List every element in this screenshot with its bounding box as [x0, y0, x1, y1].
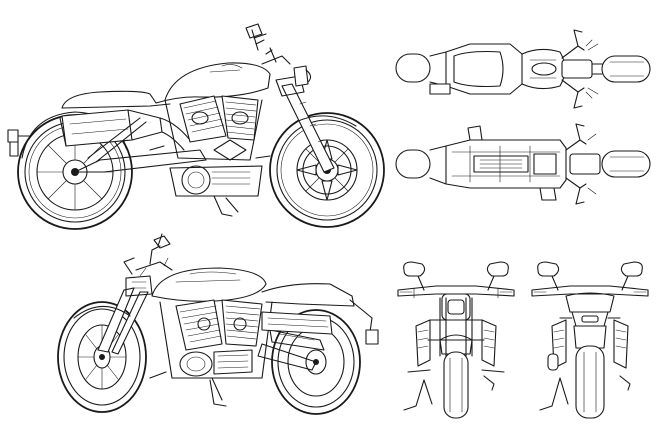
tank-top	[521, 48, 566, 90]
top-view	[395, 29, 651, 109]
mirror-left-rear	[537, 261, 560, 277]
mirror-left-front	[403, 261, 426, 277]
front-wheel-perspective	[57, 301, 147, 413]
engine-underside	[533, 153, 557, 175]
side-stand-front	[403, 379, 433, 411]
front-view	[397, 261, 515, 419]
handlebar-rear	[531, 285, 649, 297]
side-stand-rear	[539, 377, 569, 411]
handlebar-perspective	[123, 233, 173, 277]
exhaust-perspective	[261, 311, 333, 335]
swingarm-perspective	[257, 343, 317, 371]
right-side-view	[7, 23, 385, 230]
headlight	[293, 65, 312, 87]
handlebar	[245, 23, 291, 65]
engine	[164, 95, 263, 197]
muffler-top	[429, 83, 451, 95]
rear-tire-bottom	[395, 149, 431, 179]
engine-front	[415, 319, 497, 367]
side-stand	[213, 195, 239, 217]
bottom-view	[395, 123, 651, 205]
front-fork	[275, 75, 335, 173]
tail-section	[429, 51, 447, 87]
rear-shock	[87, 117, 147, 163]
headlight-top	[561, 59, 593, 79]
front-fork-perspective	[73, 275, 153, 355]
tail-light-rear	[581, 315, 599, 323]
headlight-perspective	[125, 275, 153, 297]
chassis-bottom	[445, 139, 567, 189]
rear-view	[531, 261, 649, 419]
engine-perspective	[159, 299, 273, 379]
front-fender-perspective	[73, 305, 131, 319]
fuel-tank-perspective	[151, 267, 267, 302]
fuel-tank	[164, 62, 271, 101]
front-wheel	[269, 112, 385, 228]
tail-perspective	[349, 299, 373, 333]
mirror-right-front	[486, 261, 509, 277]
mirror	[245, 23, 263, 51]
seat-perspective	[261, 283, 355, 307]
footpeg	[149, 145, 271, 159]
front-fender	[295, 115, 357, 127]
seat	[61, 90, 201, 109]
mirror-right-rear	[620, 261, 643, 277]
front-fender-front	[439, 334, 473, 355]
left-front-three-quarter-view	[57, 233, 379, 415]
rear-tire-top	[395, 53, 431, 83]
front-tire-bottom	[601, 150, 651, 178]
tail-light	[7, 129, 31, 157]
front-tire-front	[443, 351, 469, 419]
side-stand-perspective	[149, 371, 227, 407]
handlebar-front	[397, 285, 515, 297]
front-tire-top	[601, 55, 651, 83]
seat-top	[445, 43, 523, 95]
rear-tire-rear	[575, 345, 605, 419]
mirror-perspective	[153, 233, 171, 249]
muffler-rear	[547, 353, 559, 371]
rear-fender-rear	[573, 325, 607, 349]
tail-light-perspective	[365, 329, 379, 345]
seat-rear	[565, 292, 615, 313]
fork-front	[439, 297, 473, 357]
